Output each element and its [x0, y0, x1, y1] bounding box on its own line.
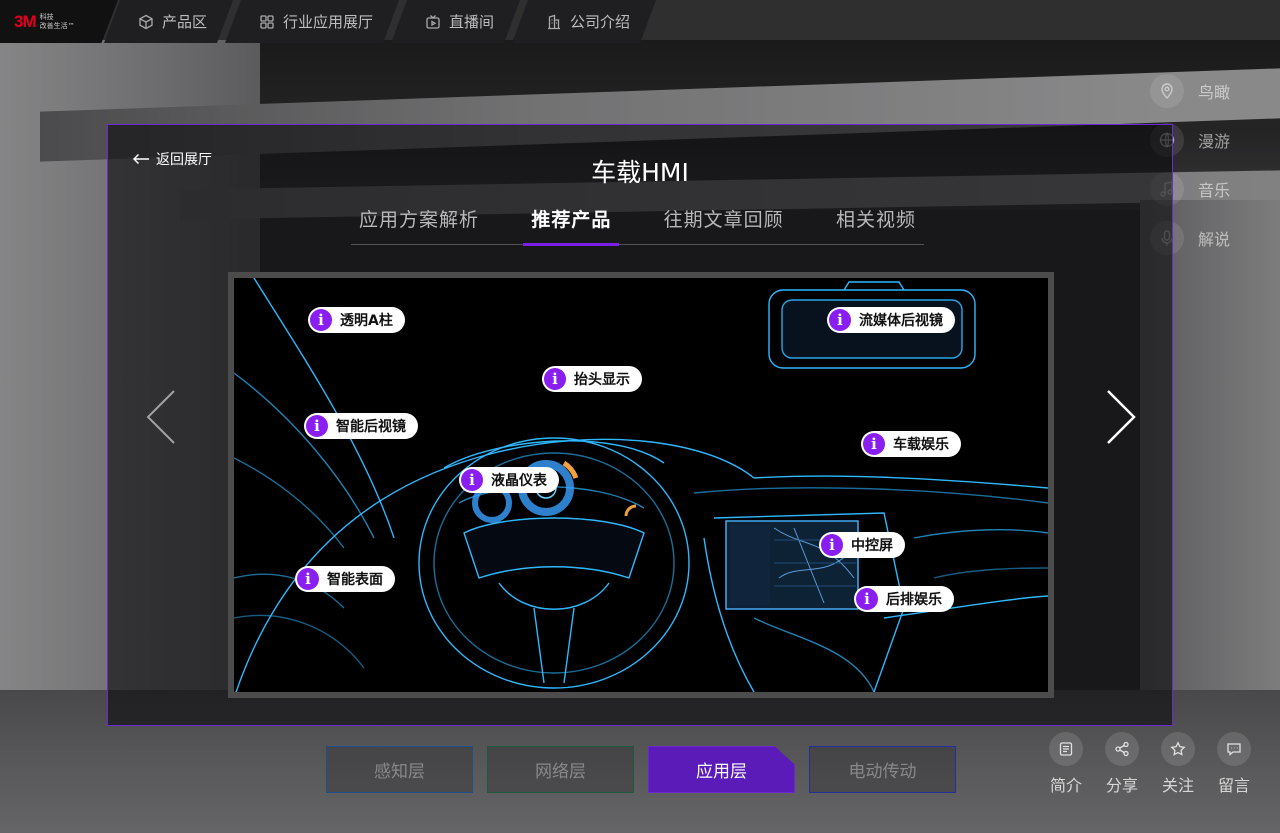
logo-mark: 3M: [14, 11, 37, 31]
layer-perception[interactable]: 感知层: [326, 746, 473, 793]
layer-electric-drive[interactable]: 电动传动: [809, 746, 956, 793]
layer-selector: 感知层 网络层 应用层 电动传动: [326, 746, 956, 793]
tv-icon: [425, 14, 441, 30]
info-icon: i: [829, 309, 851, 331]
info-icon: i: [544, 368, 566, 390]
page-title: 车载HMI: [591, 158, 689, 187]
document-icon: [1049, 732, 1083, 766]
hotspot-transparent-a-pillar[interactable]: i 透明A柱: [308, 307, 405, 333]
hotspot-infotainment[interactable]: i 车载娱乐: [861, 431, 961, 457]
action-share[interactable]: 分享: [1104, 732, 1140, 796]
hotspot-rear-entertainment[interactable]: i 后排娱乐: [854, 586, 954, 612]
hotspot-center-display[interactable]: i 中控屏: [819, 532, 905, 558]
layer-application[interactable]: 应用层: [648, 746, 795, 793]
nav-tab-label: 公司介绍: [570, 13, 631, 31]
action-comment[interactable]: 留言: [1216, 732, 1252, 796]
tab-related-videos[interactable]: 相关视频: [835, 209, 916, 231]
hotspot-label: 流媒体后视镜: [859, 313, 943, 329]
action-label: 留言: [1217, 776, 1250, 795]
info-icon: i: [863, 433, 885, 455]
nav-tab-industry-hall[interactable]: 行业应用展厅: [225, 0, 399, 43]
action-label: 简介: [1049, 776, 1082, 795]
info-icon: i: [821, 534, 843, 556]
tab-past-articles[interactable]: 往期文章回顾: [663, 209, 784, 231]
hotspot-label: 中控屏: [851, 538, 893, 554]
hotspot-label: 液晶仪表: [491, 473, 547, 489]
location-pin-icon: [1150, 73, 1184, 108]
chevron-right-icon: [1107, 390, 1136, 444]
nav-tab-label: 行业应用展厅: [283, 13, 374, 31]
nav-tab-label: 直播间: [449, 13, 495, 31]
control-label: 漫游: [1198, 131, 1231, 151]
nav-tab-live[interactable]: 直播间: [391, 0, 520, 43]
cockpit-illustration: i 透明A柱 i 流媒体后视镜 i 抬头显示 i 智能后视镜 i 车载娱乐 i …: [234, 278, 1048, 692]
hotspot-label: 抬头显示: [574, 372, 630, 388]
hotspot-head-up-display[interactable]: i 抬头显示: [542, 366, 642, 392]
share-icon: [1105, 732, 1139, 766]
hotspot-label: 车载娱乐: [893, 437, 949, 453]
brand-logo[interactable]: 3M 科技改善生活™: [0, 0, 118, 43]
control-label: 鸟瞰: [1198, 82, 1231, 102]
back-to-hall-link[interactable]: 返回展厅: [132, 149, 212, 169]
hotspot-smart-rearview-mirror[interactable]: i 智能后视镜: [304, 413, 418, 439]
hotspot-label: 智能后视镜: [336, 419, 406, 435]
hotspot-lcd-instrument-cluster[interactable]: i 液晶仪表: [459, 467, 559, 493]
logo-slogan: 科技改善生活™: [39, 12, 75, 30]
cockpit-image-frame: i 透明A柱 i 流媒体后视镜 i 抬头显示 i 智能后视镜 i 车载娱乐 i …: [228, 272, 1054, 698]
info-icon: i: [297, 568, 319, 590]
action-label: 关注: [1161, 776, 1194, 795]
info-icon: i: [306, 415, 328, 437]
tab-solution-analysis[interactable]: 应用方案解析: [359, 209, 480, 231]
control-label: 解说: [1198, 229, 1231, 249]
control-birdseye[interactable]: 鸟瞰: [1150, 66, 1250, 115]
layer-network[interactable]: 网络层: [487, 746, 634, 793]
cube-icon: [138, 14, 154, 30]
nav-tab-company[interactable]: 公司介绍: [512, 0, 656, 43]
action-bar: 简介 分享 关注 留言: [1048, 732, 1252, 796]
arrow-left-icon: [132, 153, 149, 165]
info-icon: i: [461, 469, 483, 491]
tab-recommended-products[interactable]: 推荐产品: [523, 205, 620, 246]
hotspot-streaming-rearview-mirror[interactable]: i 流媒体后视镜: [827, 307, 955, 333]
action-intro[interactable]: 简介: [1048, 732, 1084, 796]
hotspot-label: 智能表面: [327, 572, 383, 588]
top-navigation: 3M 科技改善生活™ 产品区 行业应用展厅 直播间 公: [0, 0, 722, 43]
control-label: 音乐: [1198, 180, 1231, 200]
action-follow[interactable]: 关注: [1160, 732, 1196, 796]
next-arrow[interactable]: [1104, 389, 1138, 445]
star-icon: [1161, 732, 1195, 766]
action-label: 分享: [1105, 776, 1138, 795]
previous-arrow[interactable]: [144, 389, 178, 445]
nav-tab-label: 产品区: [162, 13, 208, 31]
info-icon: i: [310, 309, 332, 331]
building-icon: [546, 14, 562, 30]
back-label: 返回展厅: [156, 152, 212, 168]
hotspot-label: 后排娱乐: [886, 592, 942, 608]
content-tabs: 应用方案解析 推荐产品 往期文章回顾 相关视频: [351, 205, 924, 246]
hmi-detail-panel: 返回展厅 车载HMI 应用方案解析 推荐产品 往期文章回顾 相关视频: [107, 124, 1173, 726]
hotspot-smart-surface[interactable]: i 智能表面: [295, 566, 395, 592]
hotspot-label: 透明A柱: [340, 313, 393, 329]
grid-icon: [259, 14, 275, 30]
chat-icon: [1217, 732, 1251, 766]
chevron-left-icon: [146, 390, 175, 444]
info-icon: i: [856, 588, 878, 610]
nav-tab-products[interactable]: 产品区: [104, 0, 233, 43]
